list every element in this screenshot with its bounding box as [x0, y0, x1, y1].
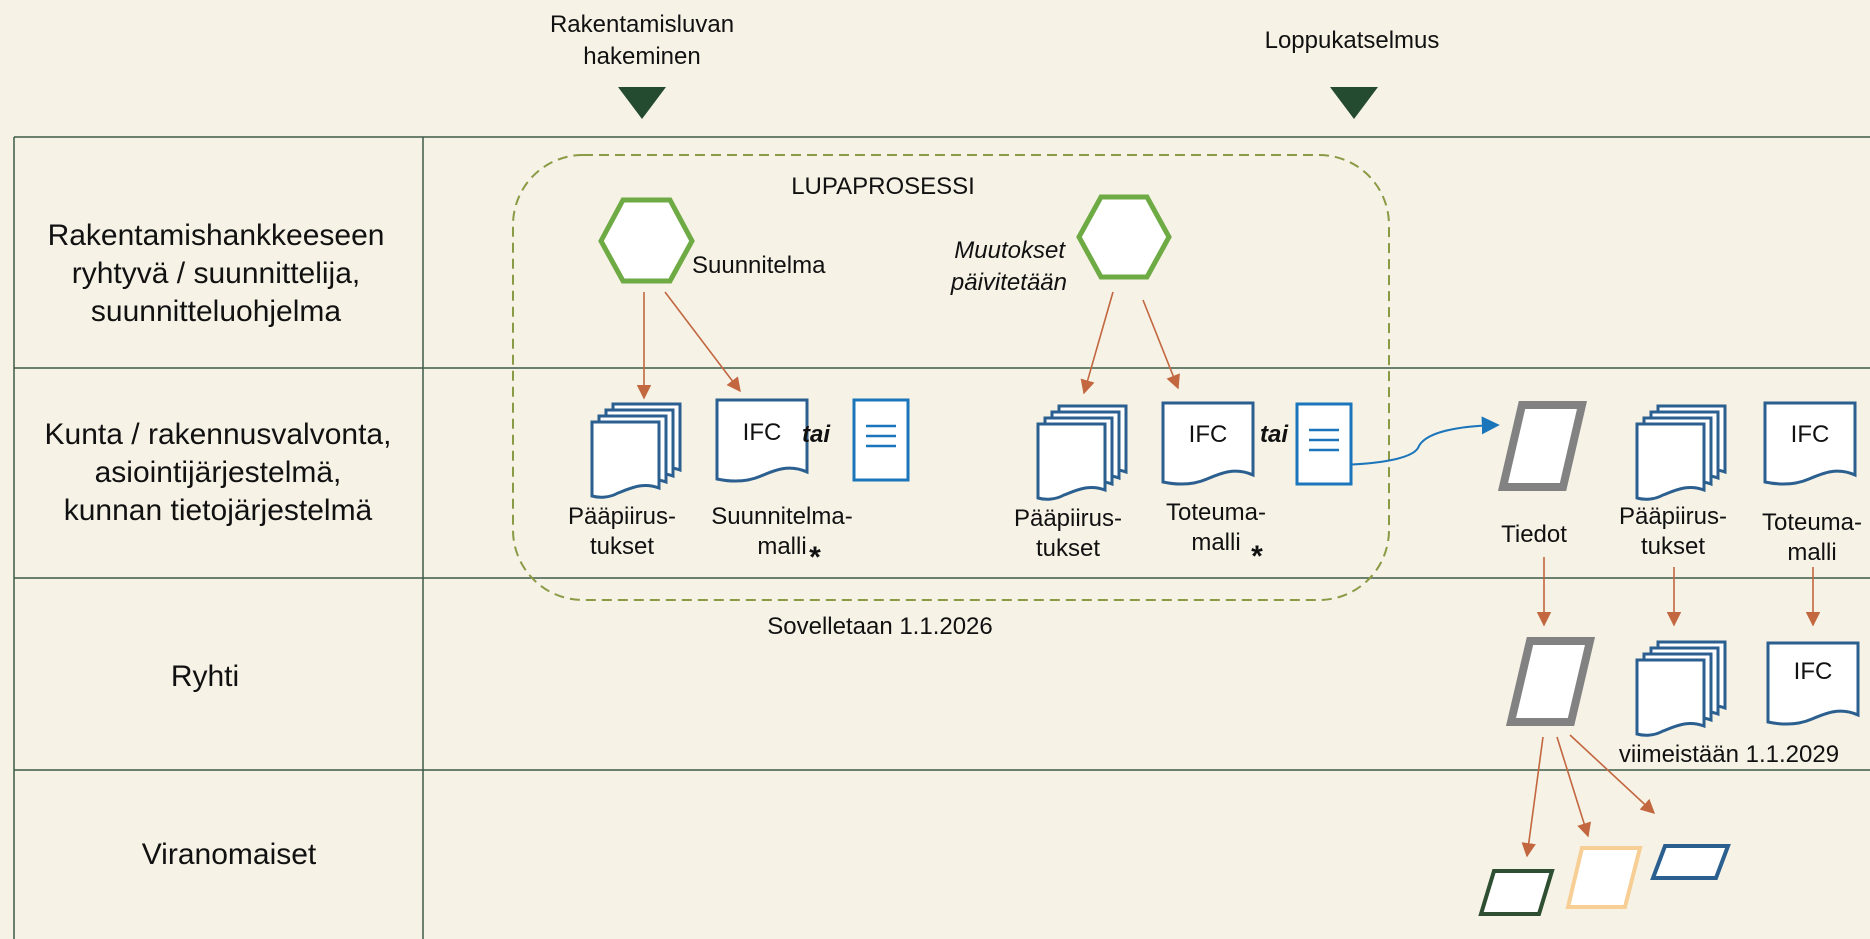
lane-label-ryhti: Ryhti	[171, 660, 239, 693]
ryhti-deadline: viimeistään 1.1.2029	[1619, 741, 1839, 768]
lane-municipality-line-3: kunnan tietojärjestelmä	[64, 494, 373, 527]
flow-arrows	[636, 291, 1821, 858]
main-drawings-stack-icon	[1635, 404, 1727, 501]
as-built-model-label-1: Toteuma-	[1166, 499, 1266, 526]
main-drawings-label-1: Pääpiirus-	[568, 503, 676, 530]
milestone-triangle-icon	[618, 87, 666, 119]
swimlane-grid	[13, 136, 1870, 939]
plan-hexagon-icon	[598, 197, 695, 284]
lane-designer-line-1: Rakentamishankkeeseen	[48, 219, 385, 252]
milestone-triangle-icon	[1330, 87, 1378, 119]
authority-blue-parallelogram-icon	[1650, 844, 1731, 880]
data-label: Tiedot	[1501, 521, 1567, 548]
arrow-ryhti-to-authority-orange	[1556, 736, 1591, 838]
ryhti-data-parallelogram-icon	[1505, 637, 1596, 726]
lane-municipality-line-1: Kunta / rakennusvalvonta,	[45, 418, 392, 451]
main-drawings-stack-icon	[1036, 404, 1128, 501]
lane-designer-line-3: suunnitteluohjelma	[91, 295, 341, 328]
ifc-label: IFC	[1189, 421, 1228, 448]
ryhti-drawings-stack-icon	[1635, 640, 1727, 737]
main-drawings-label-2: tukset	[1036, 535, 1100, 562]
arrow-text-to-data	[1337, 416, 1500, 466]
as-built-model-label-2: malli	[1787, 539, 1836, 566]
lane-municipality-line-2: asiointijärjestelmä,	[95, 456, 342, 489]
arrow-plan-to-design-model	[664, 291, 741, 393]
milestone-permit-label-1: Rakentamisluvan	[550, 11, 734, 38]
design-model-label-1: Suunnitelma-	[711, 503, 852, 530]
as-built-model-label-1: Toteuma-	[1762, 509, 1862, 536]
main-drawings-label-2: tukset	[1641, 533, 1705, 560]
ifc-label: IFC	[743, 419, 782, 446]
or-label: tai	[802, 421, 831, 448]
arrow-ryhti-to-authority-blue	[1569, 734, 1656, 814]
changes-label-1: Muutokset	[954, 237, 1066, 264]
ifc-label: IFC	[1791, 421, 1830, 448]
or-label: tai	[1260, 421, 1289, 448]
arrow-changes-to-drawings	[1080, 291, 1114, 395]
milestone-final-label: Loppukatselmus	[1265, 27, 1440, 54]
arrow-ryhti-to-authority-green	[1521, 736, 1544, 858]
lane-designer-line-2: ryhtyvä / suunnittelija,	[72, 257, 360, 290]
authority-green-parallelogram-icon	[1478, 869, 1555, 916]
process-title: LUPAPROSESSI	[791, 173, 975, 200]
plan-label: Suunnitelma	[692, 252, 826, 279]
milestone-final-inspection: Loppukatselmus	[1265, 27, 1440, 119]
main-drawings-label-2: tukset	[590, 533, 654, 560]
design-model-asterisk: *	[809, 541, 821, 574]
text-document-icon	[852, 398, 910, 482]
arrow-changes-to-asbuilt	[1142, 299, 1180, 390]
text-document-icon	[1295, 402, 1353, 486]
main-drawings-label-1: Pääpiirus-	[1619, 503, 1727, 530]
as-built-model-label-2: malli	[1191, 529, 1240, 556]
data-parallelogram-icon	[1497, 401, 1588, 491]
authority-orange-parallelogram-icon	[1565, 846, 1643, 909]
lane-label-authorities: Viranomaiset	[142, 838, 317, 871]
ifc-label: IFC	[1794, 658, 1833, 685]
as-built-model-asterisk: *	[1251, 540, 1263, 573]
process-applies-from: Sovelletaan 1.1.2026	[767, 613, 993, 640]
milestone-permit-label-2: hakeminen	[583, 43, 700, 70]
milestone-permit-application: Rakentamisluvan hakeminen	[550, 11, 734, 119]
main-drawings-label-1: Pääpiirus-	[1014, 505, 1122, 532]
main-drawings-stack-icon	[590, 402, 682, 499]
changes-label-2: päivitetään	[950, 269, 1067, 296]
design-model-label-2: malli	[757, 533, 806, 560]
lane-label-municipality: Kunta / rakennusvalvonta, asiointijärjes…	[45, 418, 392, 527]
changes-hexagon-icon	[1076, 194, 1172, 280]
permit-process-boundary	[512, 154, 1390, 601]
lane-label-designer: Rakentamishankkeeseen ryhtyvä / suunnitt…	[48, 219, 385, 328]
